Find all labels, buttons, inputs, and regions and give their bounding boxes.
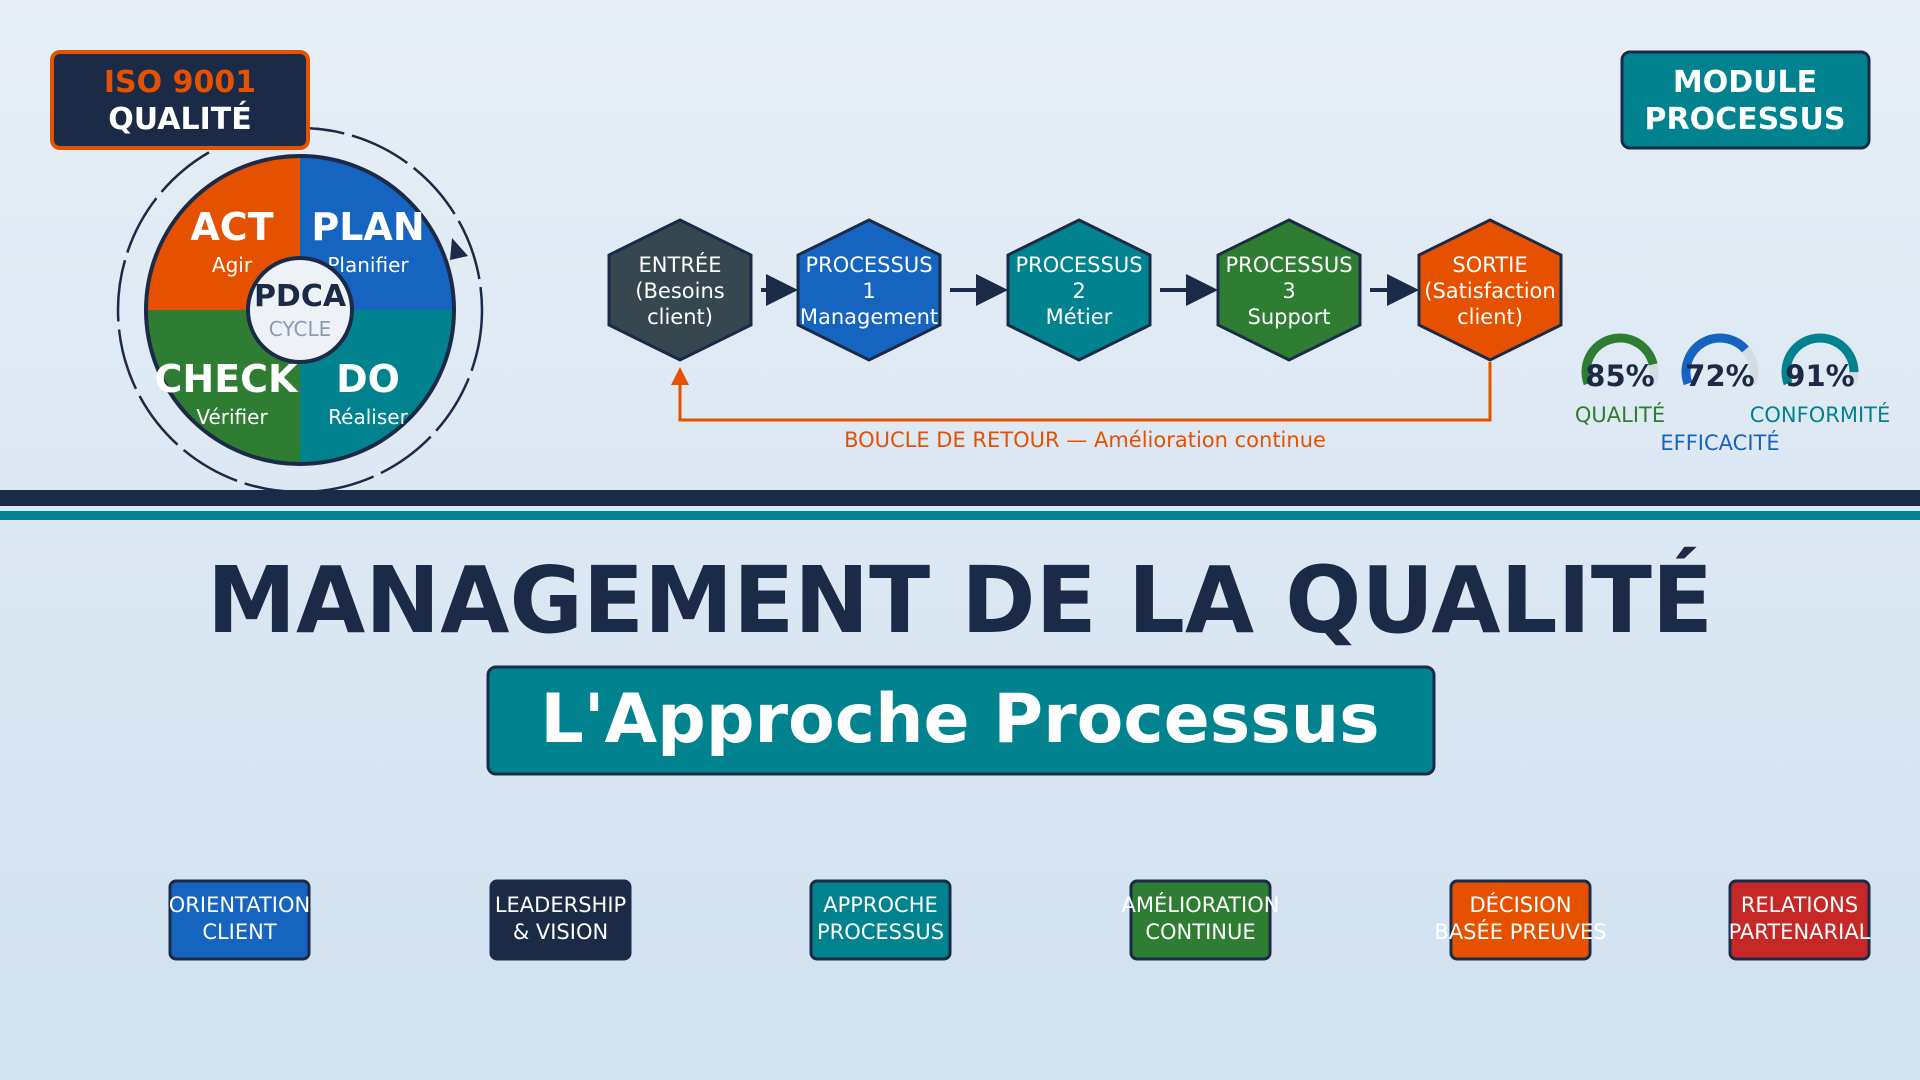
subtitle-banner: L'Approche Processus xyxy=(486,665,1436,776)
subtitle: L'Approche Processus xyxy=(540,680,1379,759)
act-sub: Agir xyxy=(212,253,253,277)
pdca-plan-quadrant[interactable] xyxy=(300,156,454,310)
pdca-act-quadrant[interactable] xyxy=(146,156,300,310)
process-hexagon xyxy=(796,218,942,362)
principle-text: CONTINUE xyxy=(1145,920,1255,944)
principle-box xyxy=(1728,879,1871,961)
principle-text: ORIENTATION xyxy=(169,893,310,917)
process-hexagon xyxy=(1216,218,1362,362)
kpi-gauges: 85% QUALITÉ 72% EFFICACITÉ 91% CONFORMITÉ xyxy=(1575,333,1891,455)
principle-text: LEADERSHIP xyxy=(495,893,626,917)
principle-box xyxy=(168,879,311,961)
process-hexagon xyxy=(1006,218,1152,362)
module-badge-line1: MODULE xyxy=(1673,65,1817,100)
process-step-text: 1 xyxy=(862,279,875,303)
gauge-fill xyxy=(1581,333,1658,386)
pdca-center-title: PDCA xyxy=(254,279,347,314)
do-sub: Réaliser xyxy=(328,405,408,429)
process-step-text: Métier xyxy=(1046,305,1113,329)
iso-badge-line1: ISO 9001 xyxy=(104,65,256,100)
principle-box xyxy=(809,879,952,961)
principle-box xyxy=(1449,879,1592,961)
plan-sub: Planifier xyxy=(327,253,409,277)
gauge-value: 72% xyxy=(1685,359,1754,393)
process-step-text: (Satisfaction xyxy=(1424,279,1555,303)
do-label: DO xyxy=(336,357,400,401)
divider-dark xyxy=(0,490,1920,506)
principle-text: CLIENT xyxy=(202,920,277,944)
page-title: MANAGEMENT DE LA QUALITÉ xyxy=(207,546,1713,654)
process-step-text: ENTRÉE xyxy=(639,252,722,277)
principle-text: & VISION xyxy=(513,920,608,944)
check-label: CHECK xyxy=(155,357,300,401)
cycle-arrow-icon xyxy=(450,238,468,260)
check-sub: Vérifier xyxy=(196,405,268,429)
kpi-gauge: 85% QUALITÉ xyxy=(1575,333,1665,427)
principle-box xyxy=(489,879,632,961)
process-step-text: Support xyxy=(1247,305,1330,329)
feedback-arrow xyxy=(671,362,1492,422)
act-label: ACT xyxy=(190,205,273,249)
iso-badge-line2: QUALITÉ xyxy=(108,101,251,137)
kpi-gauge: 72% EFFICACITÉ xyxy=(1660,333,1780,455)
principle-card[interactable]: LEADERSHIP & VISION xyxy=(489,879,632,961)
pdca-center-subtitle: CYCLE xyxy=(269,317,331,341)
pdca-center xyxy=(246,256,354,364)
gauge-label: EFFICACITÉ xyxy=(1660,430,1779,455)
iso-badge: ISO 9001 QUALITÉ xyxy=(50,50,310,150)
process-step-text: client) xyxy=(1457,305,1523,329)
kpi-gauge: 91% CONFORMITÉ xyxy=(1750,333,1891,427)
quality-principles: ORIENTATION CLIENT LEADERSHIP & VISION APPRO… xyxy=(168,879,1871,961)
principle-text: PROCESSUS xyxy=(817,920,944,944)
process-hexagon xyxy=(607,218,753,362)
process-step-text: client) xyxy=(647,305,713,329)
principle-text: PARTENARIAL xyxy=(1729,920,1871,944)
feedback-label: BOUCLE DE RETOUR — Amélioration continue xyxy=(844,428,1326,452)
process-hexagon xyxy=(1417,218,1563,362)
process-step-text: (Besoins xyxy=(635,279,724,303)
gauge-value: 91% xyxy=(1785,359,1854,393)
principle-text: APPROCHE xyxy=(823,893,938,917)
gauge-label: QUALITÉ xyxy=(1575,402,1665,427)
principle-card[interactable]: APPROCHE PROCESSUS xyxy=(809,879,952,961)
process-flow: ENTRÉE(Besoinsclient)PROCESSUS1Managemen… xyxy=(607,218,1563,362)
pdca-check-quadrant[interactable] xyxy=(146,310,300,464)
divider-teal xyxy=(0,511,1920,520)
gauge-value: 85% xyxy=(1585,359,1654,393)
process-step-text: SORTIE xyxy=(1452,253,1527,277)
principle-card[interactable]: ORIENTATION CLIENT xyxy=(168,879,311,961)
principle-text: AMÉLIORATION xyxy=(1122,892,1280,917)
principle-text: DÉCISION xyxy=(1469,892,1571,917)
module-badge: MODULE PROCESSUS xyxy=(1620,50,1871,150)
process-step-text: PROCESSUS xyxy=(805,253,932,277)
feedback-loop: BOUCLE DE RETOUR — Amélioration continue xyxy=(671,362,1492,452)
module-badge-line2: PROCESSUS xyxy=(1645,102,1846,137)
gauge-fill xyxy=(1781,333,1859,386)
principle-text: RELATIONS xyxy=(1741,893,1858,917)
principle-card[interactable]: RELATIONS PARTENARIAL xyxy=(1728,879,1871,961)
pdca-cycle: ACT Agir PLAN Planifier CHECK Vérifier D… xyxy=(116,126,484,494)
process-step-text: PROCESSUS xyxy=(1225,253,1352,277)
pdca-do-quadrant[interactable] xyxy=(300,310,454,464)
plan-label: PLAN xyxy=(311,205,424,249)
principle-text: BASÉE PREUVES xyxy=(1434,919,1606,944)
process-step-text: Management xyxy=(800,305,938,329)
principle-card[interactable]: AMÉLIORATION CONTINUE xyxy=(1122,879,1280,961)
gauge-fill xyxy=(1681,333,1749,386)
gauge-label: CONFORMITÉ xyxy=(1750,402,1891,427)
process-step-text: 2 xyxy=(1072,279,1085,303)
process-step-text: PROCESSUS xyxy=(1015,253,1142,277)
process-step-text: 3 xyxy=(1282,279,1295,303)
principle-box xyxy=(1129,879,1272,961)
